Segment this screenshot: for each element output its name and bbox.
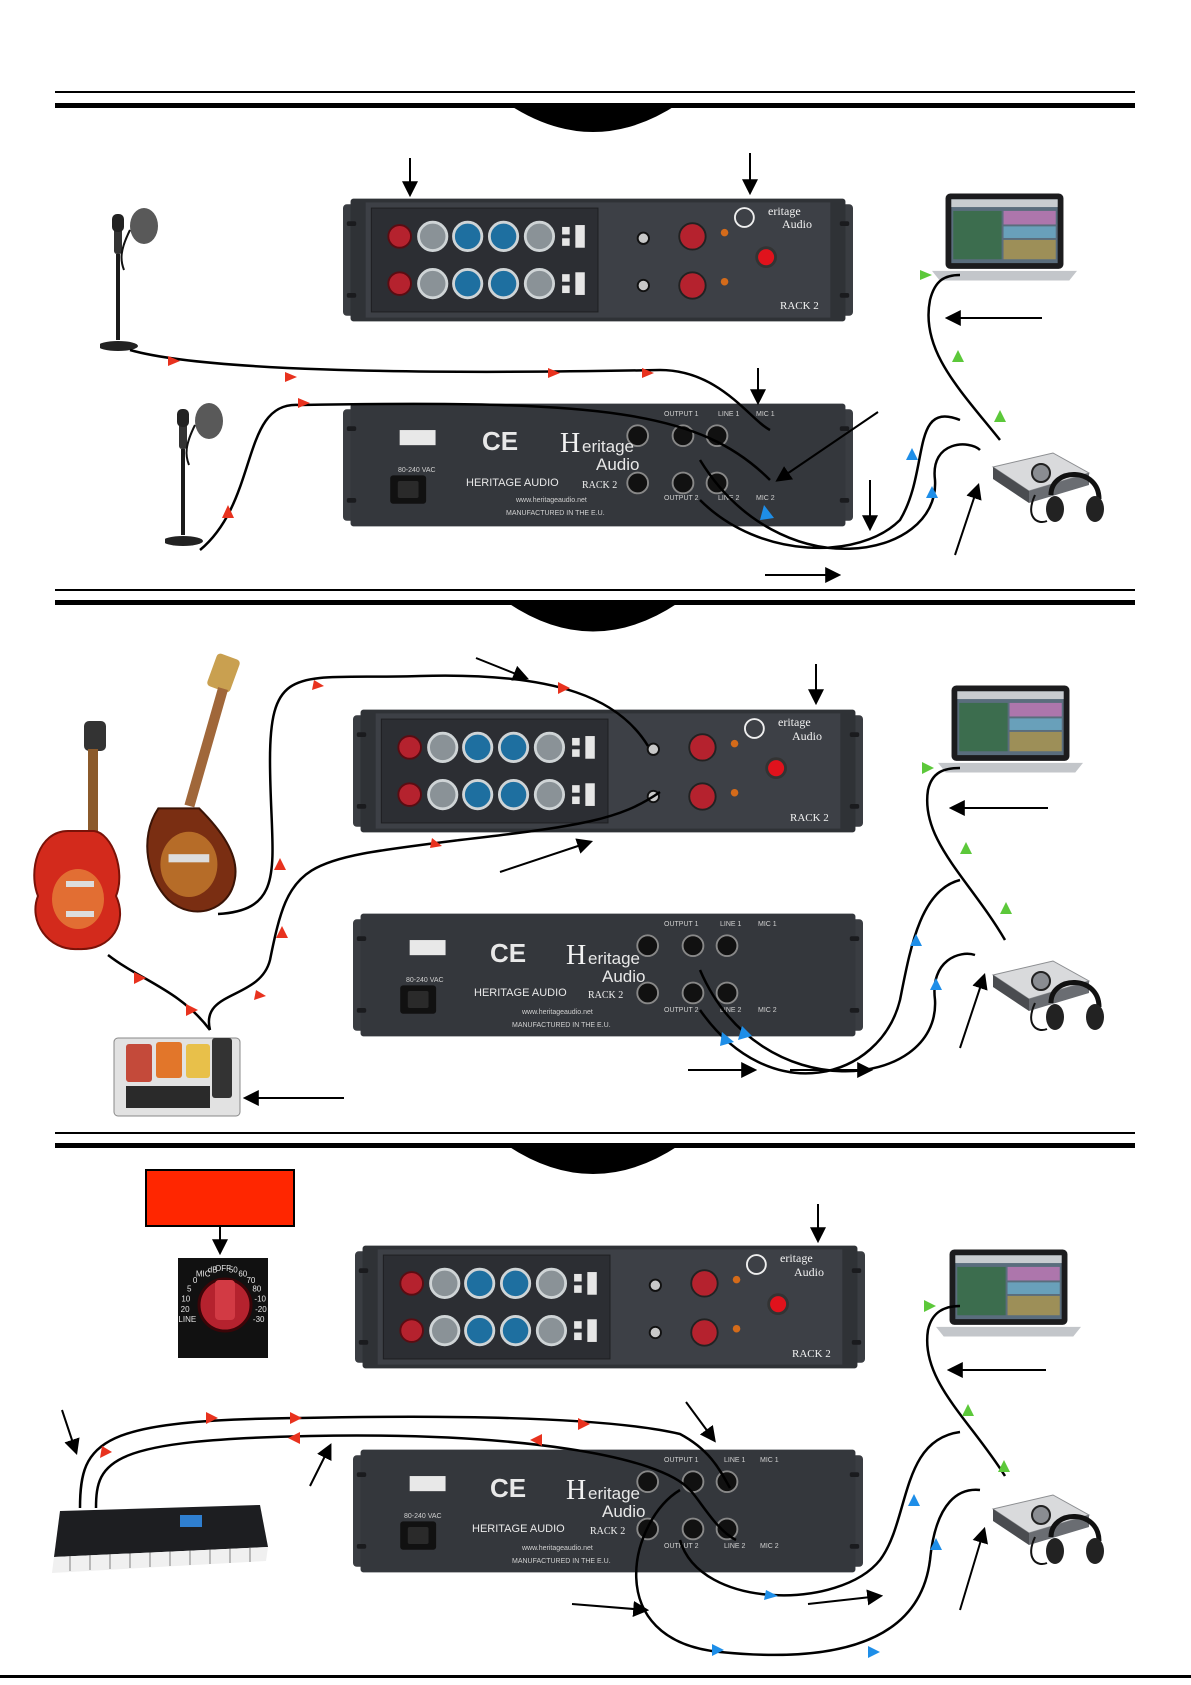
signal-markers-2 — [134, 680, 1012, 1046]
selector-label: 20 — [181, 1305, 190, 1314]
rack-front-1-brand-2: Audio — [782, 217, 812, 231]
rack-rear-2-mic2: MIC 2 — [758, 1007, 777, 1014]
rack-rear-3-mic2: MIC 2 — [760, 1543, 779, 1550]
selector-label: 10 — [181, 1295, 190, 1304]
rack-front-2-brand-2: Audio — [792, 729, 822, 743]
rack-rear-1-out1: OUTPUT 1 — [664, 411, 699, 418]
rack-rear-2-url: www.heritageaudio.net — [521, 1009, 593, 1016]
rack-rear-3-model: RACK 2 — [590, 1526, 625, 1537]
bass-guitar — [146, 651, 243, 913]
section-instruments: RACK 2 eritage Audio CE H eritage Audio … — [33, 651, 1104, 1117]
rack-rear-3-brand-initial: H — [566, 1475, 586, 1506]
rack-rear-2-out1: OUTPUT 1 — [664, 921, 699, 928]
rack-front-1-brand: eritage — [768, 204, 801, 218]
rack-rear-1-ce: CE — [482, 426, 518, 456]
rack-rear-3-url: www.heritageaudio.net — [521, 1545, 593, 1552]
selector-label: -20 — [255, 1305, 267, 1314]
rack-rear-2-mic1: MIC 1 — [758, 921, 777, 928]
selector-label: LINE — [178, 1315, 196, 1324]
section-microphones: RACK 2 eritage Audio CE H eritage Audio … — [100, 153, 1104, 583]
rack-rear-1-out2: OUTPUT 2 — [664, 495, 699, 502]
bottom-rule — [0, 1675, 1191, 1678]
section-divider-2 — [55, 589, 1135, 632]
rack-rear-1-line1: LINE 1 — [718, 411, 740, 418]
laptop-3 — [936, 1249, 1081, 1337]
rack-rear-2-line2: LINE 2 — [720, 1007, 742, 1014]
microphone-1 — [100, 206, 160, 353]
section-divider-3 — [55, 1132, 1135, 1174]
selector-label: 70 — [246, 1276, 255, 1285]
rack-rear-3-line2: LINE 2 — [724, 1543, 746, 1550]
rack-front-2-model: RACK 2 — [790, 812, 829, 824]
rack-rear-2-line1: LINE 1 — [720, 921, 742, 928]
selector-label: 0 — [193, 1276, 198, 1285]
rack-rear-3-made-in: MANUFACTURED IN THE E.U. — [512, 1558, 611, 1565]
rack-rear-2-name: HERITAGE AUDIO — [474, 987, 567, 999]
rack-rear-2-brand-2: Audio — [602, 967, 645, 986]
selector-label: -30 — [253, 1315, 265, 1324]
electric-guitar — [33, 720, 122, 951]
rack-rear-2-ce: CE — [490, 938, 526, 968]
rack-rear-2-brand-initial: H — [566, 940, 586, 971]
rack-rear-3-name: HERITAGE AUDIO — [472, 1523, 565, 1535]
rack-rear-3-out1: OUTPUT 1 — [664, 1457, 699, 1464]
rack-rear-1-mic2: MIC 2 — [756, 495, 775, 502]
pointer-arrows-2 — [242, 657, 1048, 1106]
rack-front-2-brand: eritage — [778, 715, 811, 729]
rack-rear-1-brand-2: Audio — [596, 455, 639, 474]
rack-rear-1-mains: 80-240 VAC — [398, 467, 436, 474]
rack-rear-1-brand-initial: H — [560, 428, 580, 459]
rack-rear-3-brand-2: Audio — [602, 1502, 645, 1521]
selector-label: 80 — [252, 1285, 261, 1294]
keyboard-synth — [51, 1504, 269, 1574]
audio-interface-2 — [993, 961, 1104, 1030]
signal-markers-3 — [100, 1300, 1010, 1658]
section-divider-1 — [55, 91, 1135, 132]
callout-box — [145, 1169, 295, 1227]
rack-rear-2-out2: OUTPUT 2 — [664, 1007, 699, 1014]
selector-label: dB — [208, 1265, 218, 1274]
rack-rear-1-mic1: MIC 1 — [756, 411, 775, 418]
rack-front-3-model: RACK 2 — [792, 1348, 831, 1360]
rack-rear-3-ce: CE — [490, 1473, 526, 1503]
rack-rear-3-mains: 80-240 VAC — [404, 1513, 442, 1520]
rack-rear-2-brand: eritage — [588, 949, 640, 968]
rack-rear-1-url: www.heritageaudio.net — [515, 497, 587, 504]
rack-rear-2-made-in: MANUFACTURED IN THE E.U. — [512, 1022, 611, 1029]
rack-rear-3-brand: eritage — [588, 1484, 640, 1503]
rack-rear-1-made-in: MANUFACTURED IN THE E.U. — [506, 510, 605, 517]
rack-front-1-model: RACK 2 — [780, 300, 819, 312]
selector-label: -10 — [254, 1295, 266, 1304]
rack-front-3-brand-2: Audio — [794, 1265, 824, 1279]
rack-front-3-brand: eritage — [780, 1251, 813, 1265]
selector-label: 5 — [187, 1285, 192, 1294]
selector-label: 60 — [238, 1270, 247, 1279]
rack-rear-2-model: RACK 2 — [588, 990, 623, 1001]
rack-rear-2-mains: 80-240 VAC — [406, 977, 444, 984]
rack-rear-3-line1: LINE 1 — [724, 1457, 746, 1464]
rack-rear-1-name: HERITAGE AUDIO — [466, 477, 559, 489]
audio-interface-3 — [993, 1495, 1104, 1564]
audio-interface-1 — [993, 453, 1104, 522]
pointer-arrows-3 — [61, 1204, 1046, 1617]
laptop-1 — [932, 193, 1077, 281]
rack-rear-3-mic1: MIC 1 — [760, 1457, 779, 1464]
laptop-2 — [938, 685, 1083, 773]
selector-label: 50 — [229, 1265, 238, 1274]
microphone-2 — [165, 401, 225, 548]
selector-label: OFF — [215, 1264, 231, 1273]
rack-rear-1-model: RACK 2 — [582, 480, 617, 491]
pointer-arrows-1 — [402, 153, 1042, 583]
selector-label: MIC — [196, 1270, 211, 1279]
rack-rear-1-brand: eritage — [582, 437, 634, 456]
pedalboard — [113, 1037, 241, 1117]
signal-markers-1 — [168, 270, 1006, 520]
